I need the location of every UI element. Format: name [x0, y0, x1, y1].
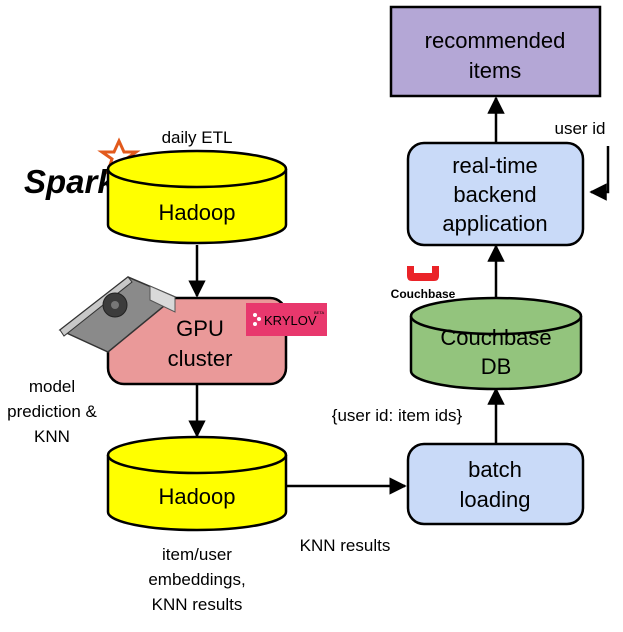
gpu-card-icon: [58, 276, 177, 353]
krylov-beta-text: BETA: [314, 310, 324, 315]
krylov-logo: KRYLOV BETA: [246, 303, 327, 336]
backend-label-2: backend: [453, 182, 536, 207]
gpu-cluster-label-1: GPU: [176, 316, 224, 341]
gpu-cluster-node: GPU cluster: [106, 296, 288, 386]
model-prediction-label-2: prediction &: [7, 402, 97, 421]
krylov-logo-dot-3: [253, 322, 257, 326]
couchbase-db-label-2: DB: [481, 354, 512, 379]
couchbase-db-node: Couchbase DB: [409, 296, 583, 391]
user-id-label: user id: [554, 119, 605, 138]
user-item-ids-label: {user id: item ids}: [332, 406, 463, 425]
spark-logo: Spark: [24, 137, 141, 200]
couchbase-logo: Couchbase: [391, 266, 456, 301]
gpu-card-fan-hub: [111, 301, 119, 309]
hadoop-top-body: [106, 169, 288, 245]
couchbase-db-label-1: Couchbase: [440, 325, 551, 350]
model-prediction-label-3: KNN: [34, 427, 70, 446]
recommended-items-box: [389, 5, 602, 98]
gpu-card-bracket: [149, 285, 176, 313]
daily-etl-label: daily ETL: [162, 128, 233, 147]
hadoop-top-node: Hadoop: [106, 149, 288, 245]
embeddings-label-3: KNN results: [152, 595, 243, 614]
hadoop-bottom-body: [106, 455, 288, 532]
batch-loading-node: batch loading: [406, 442, 585, 526]
recommended-items-node: recommended items: [389, 5, 602, 98]
krylov-logo-dot-2: [257, 317, 261, 321]
hadoop-top-label: Hadoop: [158, 200, 235, 225]
embeddings-label-1: item/user: [162, 545, 232, 564]
backend-label-3: application: [442, 211, 547, 236]
batch-loading-label-1: batch: [468, 457, 522, 482]
couchbase-logo-text: Couchbase: [391, 287, 456, 301]
arrow-user-id-input: [589, 146, 610, 201]
hadoop-bottom-top: [106, 435, 288, 475]
gpu-cluster-label-2: cluster: [168, 346, 233, 371]
couchbase-db-body: [409, 316, 583, 391]
connectors: [188, 96, 610, 495]
embeddings-label-2: embeddings,: [148, 570, 245, 589]
batch-loading-label-2: loading: [460, 487, 531, 512]
recommended-items-label-2: items: [469, 58, 522, 83]
spark-logo-text: Spark: [24, 163, 117, 200]
couchbase-logo-icon: [407, 266, 439, 281]
model-prediction-label-1: model: [29, 377, 75, 396]
backend-application-node: real-time backend application: [406, 141, 585, 247]
backend-application-box: [406, 141, 585, 247]
hadoop-bottom-node: Hadoop: [106, 435, 288, 532]
krylov-logo-text: KRYLOV: [264, 313, 317, 328]
krylov-logo-dot-1: [253, 313, 257, 317]
backend-label-1: real-time: [452, 153, 538, 178]
hadoop-bottom-label: Hadoop: [158, 484, 235, 509]
batch-loading-box: [406, 442, 585, 526]
knn-results-edge-label: KNN results: [300, 536, 391, 555]
couchbase-db-top: [409, 296, 583, 336]
gpu-card-top: [59, 276, 133, 337]
recommended-items-label-1: recommended: [425, 28, 566, 53]
hadoop-top-top: [106, 149, 288, 189]
